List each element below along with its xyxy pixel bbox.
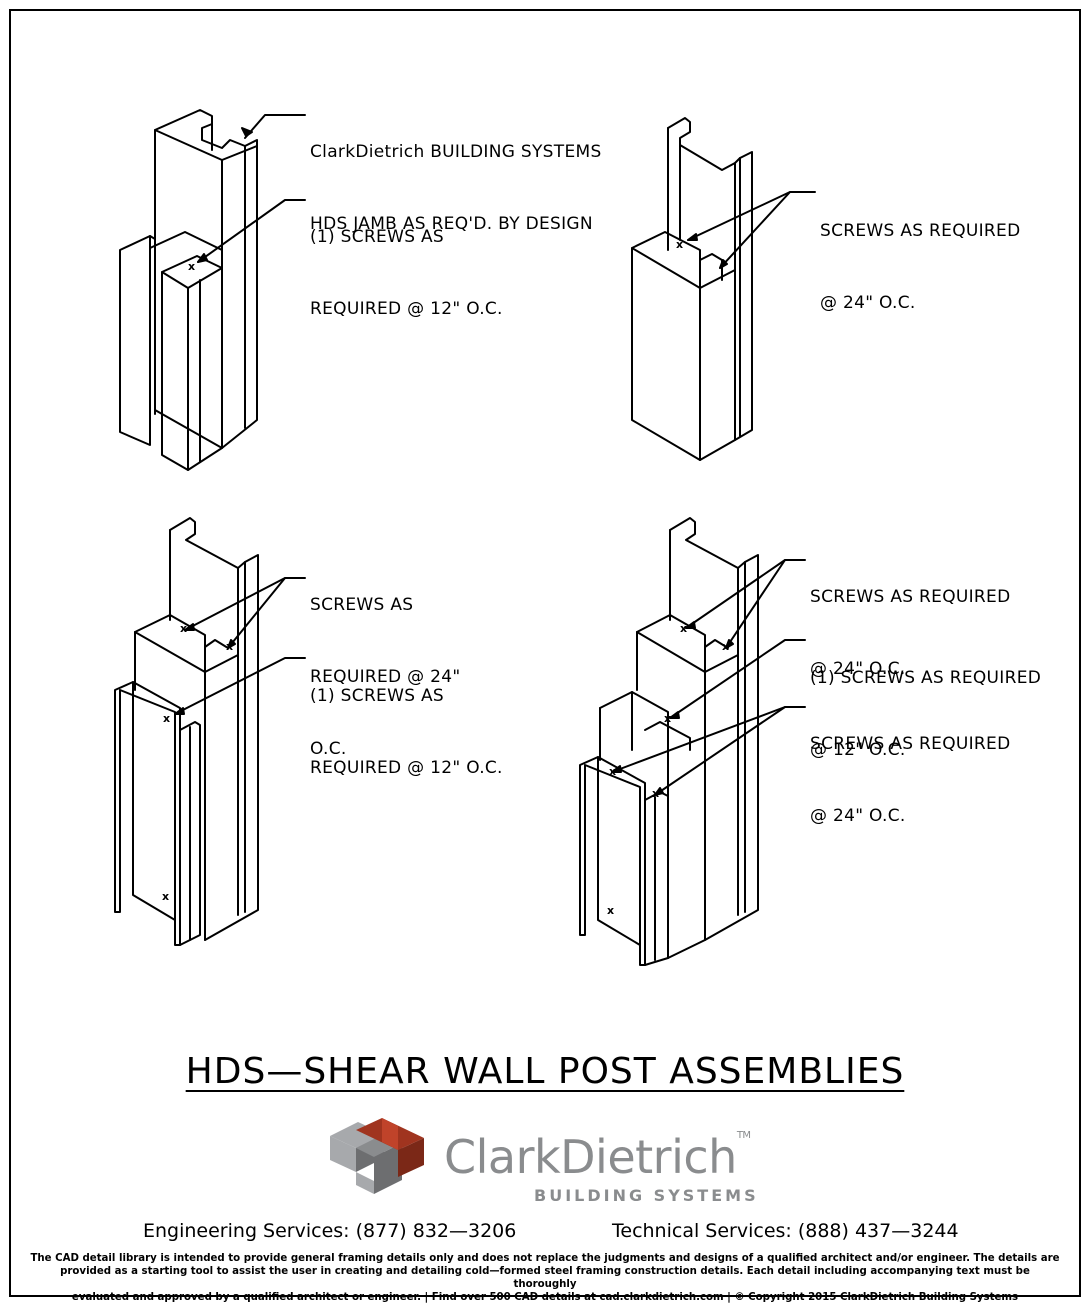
- svg-text:x: x: [180, 622, 187, 635]
- assembly-bottom-right: x x x x x x: [579, 517, 806, 966]
- drawing-sheet-border: [9, 9, 1081, 1297]
- callout-line: @ 24" O.C.: [810, 806, 906, 826]
- callout-screws-12-bottom-right: (1) SCREWS AS REQUIRED @ 12" O.C.: [810, 618, 1041, 786]
- svg-text:x: x: [163, 712, 170, 725]
- disclaimer-line: evaluated and approved by a qualified ar…: [71, 1292, 1019, 1303]
- disclaimer-line: provided as a starting tool to assist th…: [60, 1266, 1030, 1290]
- callout-line: SCREWS AS REQUIRED: [810, 587, 1011, 607]
- callout-line: @ 12" O.C.: [810, 740, 906, 760]
- assembly-top-right: x: [631, 117, 816, 461]
- svg-text:x: x: [664, 712, 671, 725]
- callout-line: SCREWS AS REQUIRED: [810, 734, 1011, 754]
- callout-screws-24-top-right: SCREWS AS REQUIRED @ 24" O.C.: [820, 171, 1020, 339]
- callout-line: SCREWS AS: [310, 595, 414, 615]
- disclaimer-line: The CAD detail library is intended to pr…: [30, 1253, 1060, 1264]
- callout-line: REQUIRED @ 12" O.C.: [310, 758, 503, 778]
- callout-screws-24-bottom-right-bottom: SCREWS AS REQUIRED @ 24" O.C.: [810, 684, 1010, 852]
- brand-trademark: TM: [736, 1130, 751, 1141]
- callout-line: SCREWS AS REQUIRED: [820, 221, 1021, 241]
- callout-line: ClarkDietrich BUILDING SYSTEMS: [310, 142, 602, 162]
- engineering-services: Engineering Services: (877) 832—3206: [143, 1220, 517, 1242]
- assembly-bottom-left: x x x x: [114, 517, 306, 946]
- svg-text:x: x: [680, 622, 687, 635]
- brand-name: ClarkDietrich: [444, 1130, 737, 1184]
- callout-line: @ 24" O.C.: [810, 659, 906, 679]
- svg-text:x: x: [607, 904, 614, 917]
- callout-screws-24-bottom-right-top: SCREWS AS REQUIRED @ 24" O.C.: [810, 537, 1010, 705]
- callout-line: (1) SCREWS AS: [310, 227, 445, 247]
- callout-hds-jamb: ClarkDietrich BUILDING SYSTEMS HDS JAMB …: [310, 92, 602, 260]
- callout-line: HDS JAMB AS REQ'D. BY DESIGN: [310, 214, 593, 234]
- drawing-title-text: HDS—SHEAR WALL POST ASSEMBLIES: [185, 1051, 905, 1092]
- svg-text:x: x: [676, 238, 683, 251]
- clarkdietrich-logo-mark: [330, 1118, 424, 1194]
- drawing-title: HDS—SHEAR WALL POST ASSEMBLIES: [0, 1051, 1090, 1092]
- callout-screws-24-bottom-left: SCREWS AS REQUIRED @ 24" O.C.: [310, 545, 461, 785]
- callout-line: REQUIRED @ 12" O.C.: [310, 299, 503, 319]
- technical-services: Technical Services: (888) 437—3244: [612, 1220, 959, 1242]
- callout-line: REQUIRED @ 24": [310, 667, 461, 687]
- svg-text:x: x: [188, 260, 195, 273]
- assembly-top-left: x: [119, 109, 306, 471]
- callout-line: (1) SCREWS AS: [310, 686, 445, 706]
- callout-line: O.C.: [310, 739, 347, 759]
- callout-screws-12-bottom-left: (1) SCREWS AS REQUIRED @ 12" O.C.: [310, 636, 503, 804]
- callout-screws-12-top-left: (1) SCREWS AS REQUIRED @ 12" O.C.: [310, 177, 503, 345]
- brand-subtitle: BUILDING SYSTEMS: [534, 1186, 759, 1205]
- disclaimer: The CAD detail library is intended to pr…: [30, 1252, 1060, 1304]
- callout-line: (1) SCREWS AS REQUIRED: [810, 668, 1042, 688]
- brand-wordmark: ClarkDietrichTM: [444, 1130, 751, 1184]
- svg-text:x: x: [162, 890, 169, 903]
- callout-line: @ 24" O.C.: [820, 293, 916, 313]
